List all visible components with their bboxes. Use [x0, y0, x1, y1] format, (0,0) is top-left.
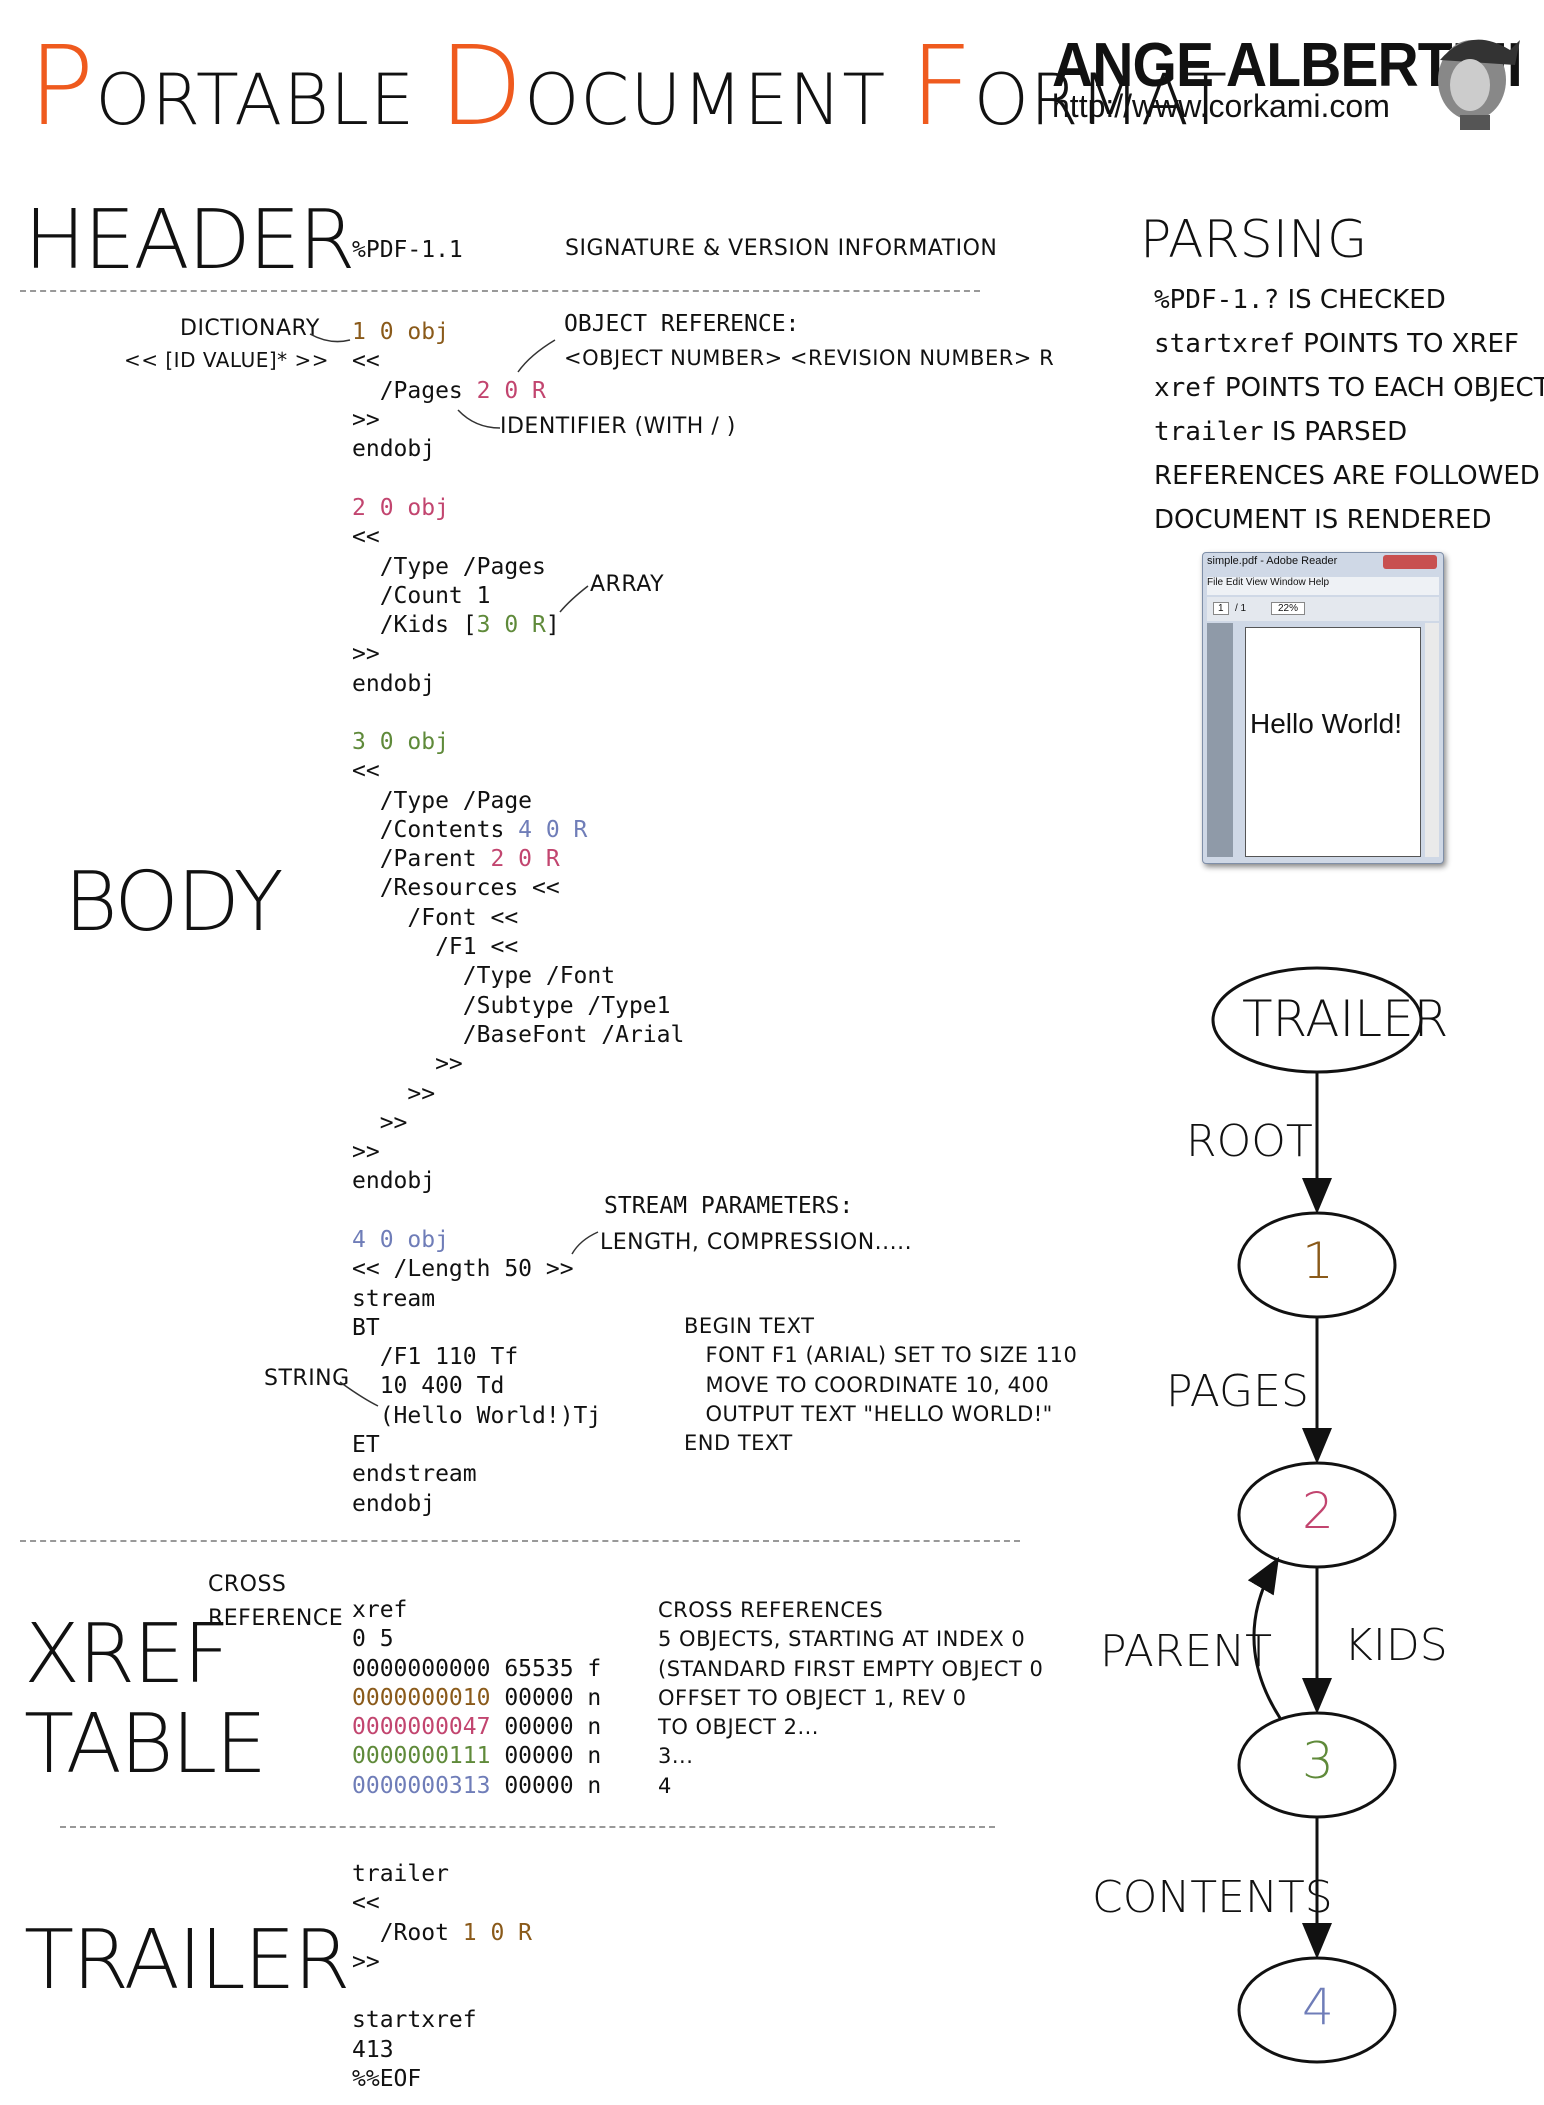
trailer-code: trailer << /Root 1 0 R >> startxref 413 …	[352, 1861, 533, 2093]
author-portrait-icon	[1438, 39, 1520, 130]
edge-parent	[1247, 1556, 1282, 1719]
reference-label: REFERENCE	[208, 1606, 344, 1631]
header-description: SIGNATURE & VERSION INFORMATION	[565, 236, 998, 261]
dictionary-syntax: << [ID VALUE]* >>	[124, 348, 330, 372]
obj1-code: 1 0 obj << /Pages 2 0 R >> endobj	[352, 319, 546, 463]
node-trailer-label: TRAILER	[1242, 990, 1449, 1048]
xref-notes: CROSS REFERENCES 5 OBJECTS, STARTING AT …	[658, 1598, 1044, 1798]
viewer-toolbar: 1 / 1 22%	[1207, 597, 1439, 621]
identifier-label: IDENTIFIER (WITH / )	[500, 414, 736, 439]
author-url[interactable]: http://www.corkami.com	[1052, 88, 1390, 124]
edge-kids-label: KIDS	[1344, 1620, 1448, 1671]
viewer-menubar[interactable]: File Edit View Window Help	[1207, 577, 1439, 595]
viewer-title: simple.pdf - Adobe Reader	[1207, 555, 1338, 567]
parsing-steps: %PDF-1.? IS CHECKED startxref POINTS TO …	[1154, 285, 1544, 535]
edge-pages-label: PAGES	[1166, 1366, 1309, 1417]
object-reference-syntax: <OBJECT NUMBER> <REVISION NUMBER> R	[564, 346, 1055, 370]
stream-parameters-desc: LENGTH, COMPRESSION.....	[600, 1230, 913, 1255]
section-body: BODY	[64, 855, 284, 950]
dictionary-label: DICTIONARY	[180, 316, 320, 341]
edge-root-label: ROOT	[1186, 1116, 1313, 1167]
edge-contents-label: CONTENTS	[1092, 1872, 1333, 1923]
parsing-title: PARSING	[1140, 210, 1368, 270]
array-label: ARRAY	[590, 572, 665, 597]
node-1-label: 1	[1302, 1232, 1334, 1290]
page-count: / 1	[1235, 603, 1247, 614]
obj3-code: 3 0 obj << /Type /Page /Contents 4 0 R /…	[352, 729, 685, 1195]
header-signature: %PDF-1.1	[352, 237, 463, 263]
stream-parameters-label: STREAM PARAMETERS:	[604, 1193, 854, 1219]
annotation-arrows	[309, 333, 599, 1407]
object-reference-label: OBJECT REFERENCE:	[564, 311, 800, 337]
viewer-scrollbar[interactable]	[1425, 623, 1439, 857]
divider	[20, 1540, 1020, 1542]
node-2-label: 2	[1302, 1482, 1334, 1540]
pdf-viewer-window: simple.pdf - Adobe Reader File Edit View…	[1202, 552, 1444, 864]
close-icon[interactable]	[1383, 555, 1437, 569]
xref-code: xref 0 5 0000000000 65535 f 0000000010 0…	[352, 1597, 602, 1799]
section-xref: XREF	[24, 1607, 230, 1702]
object-graph	[1211, 966, 1423, 2064]
divider	[20, 290, 980, 292]
section-header: HEADER	[24, 193, 355, 288]
obj4-code: 4 0 obj << /Length 50 >> stream BT /F1 1…	[352, 1227, 602, 1517]
node-4-label: 4	[1302, 1978, 1334, 2036]
page-title: PORTABLE DOCUMENT FORMAT	[28, 22, 1229, 150]
viewer-sidebar[interactable]	[1207, 623, 1233, 857]
node-3-label: 3	[1302, 1732, 1334, 1790]
section-trailer: TRAILER	[24, 1913, 350, 2008]
section-xref-table: TABLE	[24, 1697, 267, 1792]
obj2-code: 2 0 obj << /Type /Pages /Count 1 /Kids […	[352, 495, 560, 697]
divider	[60, 1826, 995, 1828]
page-number-field[interactable]: 1	[1213, 602, 1229, 615]
viewer-page-text: Hello World!	[1250, 708, 1402, 739]
zoom-field[interactable]: 22%	[1271, 602, 1306, 615]
string-label: STRING	[264, 1366, 350, 1391]
cross-label: CROSS	[208, 1572, 287, 1597]
viewer-page: Hello World!	[1245, 627, 1421, 857]
stream-notes: BEGIN TEXT FONT F1 (ARIAL) SET TO SIZE 1…	[684, 1314, 1078, 1456]
edge-parent-label: PARENT	[1100, 1626, 1272, 1677]
